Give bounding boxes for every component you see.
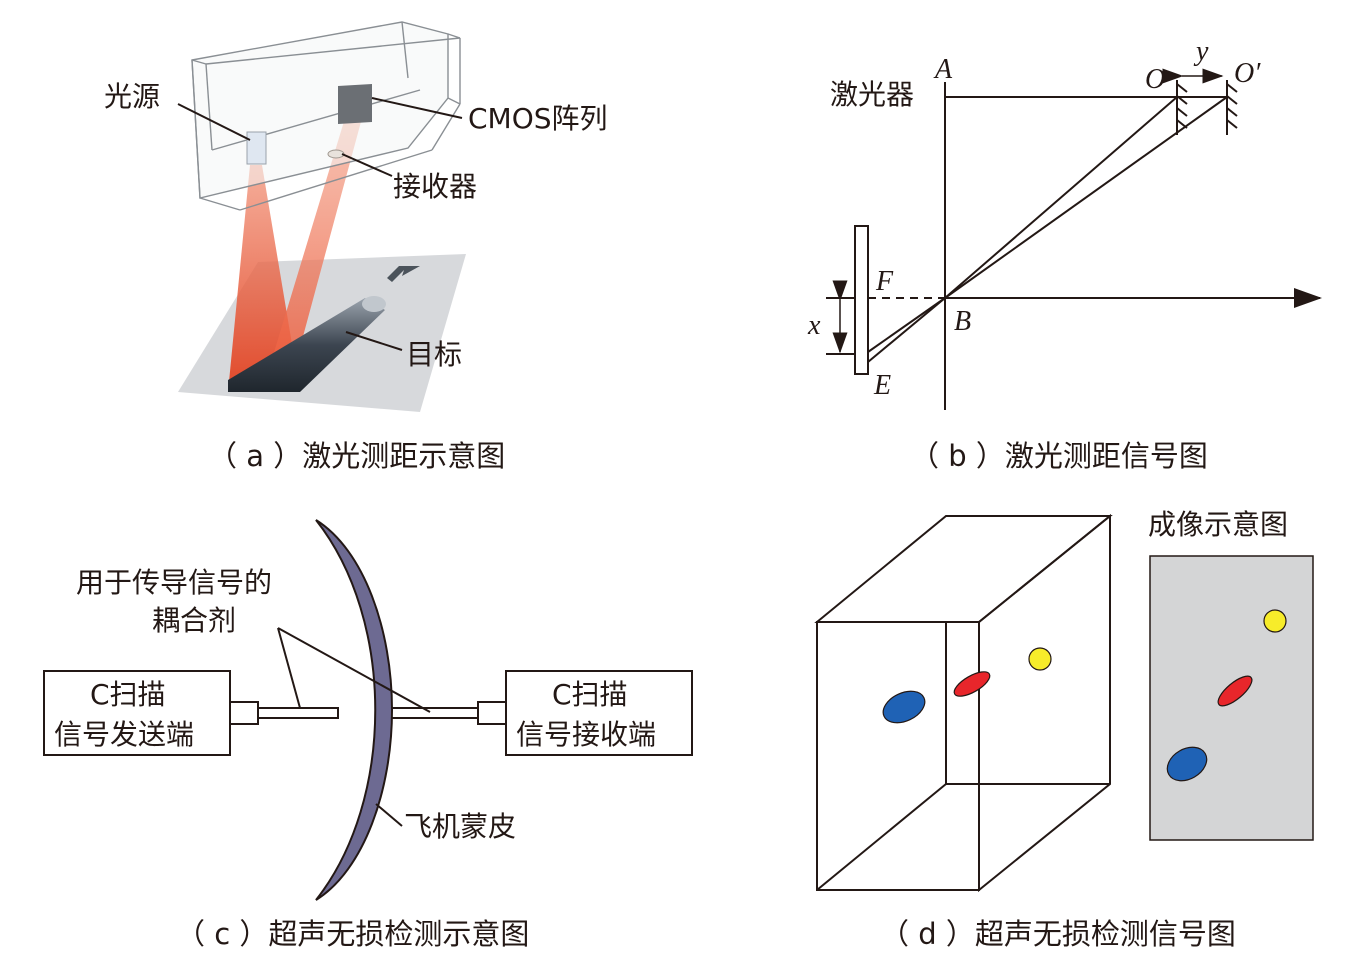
cmos-array	[338, 84, 372, 124]
target-end	[362, 296, 386, 312]
reflected-laser-beam	[262, 118, 362, 392]
coupling-channel-left	[257, 707, 339, 719]
label-cmos-array: CMOS阵列	[468, 102, 608, 135]
defect-blue	[882, 690, 926, 724]
detector-plate	[854, 225, 869, 375]
label-receiver-line1: C扫描	[552, 678, 628, 711]
caption-panel-c: （ c ）超声无损检测示意图	[176, 917, 529, 951]
receiver-lens	[327, 149, 345, 159]
aircraft-skin	[315, 519, 394, 901]
label-point-o: O	[1145, 64, 1165, 95]
label-sender-line2: 信号发送端	[54, 718, 194, 751]
label-y: y	[1193, 36, 1209, 67]
label-laser: 激光器	[830, 78, 914, 111]
ray-o-b	[944, 96, 1178, 299]
image-defect-red	[1217, 675, 1253, 707]
leader-couplant-right	[277, 627, 431, 713]
label-point-e: E	[873, 370, 891, 401]
light-source-panel	[246, 131, 267, 165]
label-receiver: 接收器	[393, 170, 477, 203]
c-scan-receiver-box	[505, 670, 693, 756]
leader-target	[345, 331, 403, 351]
leader-couplant-left	[277, 627, 301, 709]
label-couplant-line1: 用于传导信号的	[76, 566, 272, 599]
mirror-o-prime	[1226, 80, 1238, 135]
panel-d-ultrasonic-signal-diagram: 成像示意图 （ d ）超声无损检测信号图	[814, 508, 1314, 951]
motion-arrow-icon	[387, 266, 420, 282]
label-receiver-line2: 信号接收端	[516, 718, 656, 751]
label-sender-line1: C扫描	[90, 678, 166, 711]
image-defect-yellow	[1263, 609, 1287, 633]
label-couplant-line2: 耦合剂	[152, 604, 236, 637]
receiver-connector	[477, 701, 507, 725]
ray-oprime-b	[944, 96, 1228, 299]
target-object	[228, 298, 385, 392]
label-aircraft-skin: 飞机蒙皮	[404, 810, 516, 843]
label-point-a: A	[933, 54, 953, 85]
leader-light-source	[177, 103, 251, 141]
test-block-3d	[814, 513, 1113, 893]
panel-a-laser-ranging-diagram: 光源 CMOS阵列 接收器 目标 （ a ）激光测距示意图	[104, 21, 608, 473]
label-point-f: F	[875, 266, 894, 297]
caption-panel-a: （ a ）激光测距示意图	[208, 439, 505, 473]
c-scan-sender-box	[43, 670, 231, 756]
caption-panel-d: （ d ）超声无损检测信号图	[880, 917, 1236, 951]
mirror-o	[1176, 80, 1188, 135]
label-point-o-prime: O′	[1234, 58, 1261, 89]
panel-c-ultrasonic-testing-diagram: 用于传导信号的 耦合剂 C扫描 信号发送端 C扫描 信号接收端 飞机蒙皮 （ c…	[43, 519, 693, 951]
label-imaging: 成像示意图	[1148, 508, 1288, 541]
ray-b-e2	[867, 297, 946, 363]
defect-red	[953, 671, 991, 697]
caption-panel-b: （ b ）激光测距信号图	[910, 439, 1208, 473]
panel-b-laser-signal-diagram: 激光器 A O O′ y F B x E （ b ）激光测距信号图	[807, 36, 1322, 473]
label-target: 目标	[406, 338, 462, 371]
label-light-source: 光源	[104, 80, 160, 113]
ray-b-e1	[867, 297, 946, 353]
image-defect-blue	[1166, 746, 1208, 782]
leader-skin	[375, 803, 403, 827]
defect-yellow	[1028, 647, 1052, 671]
leader-cmos	[371, 97, 463, 119]
sender-connector	[229, 701, 259, 725]
label-x: x	[807, 310, 821, 341]
leader-receiver	[341, 153, 393, 177]
label-point-b: B	[954, 306, 971, 337]
